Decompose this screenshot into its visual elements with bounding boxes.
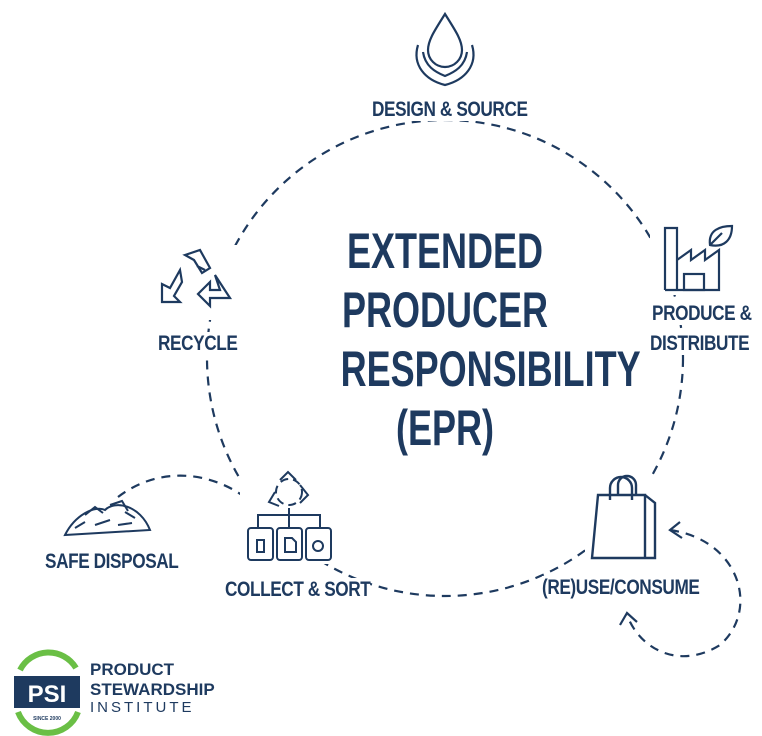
sorting-bins-icon: [240, 470, 340, 564]
water-hands-icon: [405, 10, 485, 90]
stage-reuse-consume: (RE)USE/CONSUME: [542, 576, 700, 600]
reuse-loop: [625, 528, 742, 658]
svg-text:SINCE 2000: SINCE 2000: [33, 716, 61, 722]
page-title: EXTENDED PRODUCER RESPONSIBILITY (EPR): [340, 223, 641, 456]
shopping-bag-icon: [585, 474, 665, 565]
stage-design-source: DESIGN & SOURCE: [372, 98, 528, 122]
stage-produce-line2: DISTRIBUTE: [650, 332, 750, 356]
stage-produce-line1: PRODUCE &: [652, 302, 752, 326]
stage-collect-sort: COLLECT & SORT: [225, 578, 371, 602]
psi-logo-mark: PSI SINCE 2000: [14, 649, 81, 736]
psi-logo-text: PRODUCT STEWARDSHIP INSTITUTE: [90, 660, 215, 717]
recycle-icon: [150, 245, 240, 320]
waste-pile-icon: [63, 499, 152, 537]
disposal-connector: [117, 474, 256, 506]
stage-safe-disposal: SAFE DISPOSAL: [45, 550, 179, 574]
stage-recycle: RECYCLE: [158, 332, 238, 356]
svg-text:PSI: PSI: [28, 681, 67, 708]
factory-leaf-icon: [650, 215, 740, 295]
